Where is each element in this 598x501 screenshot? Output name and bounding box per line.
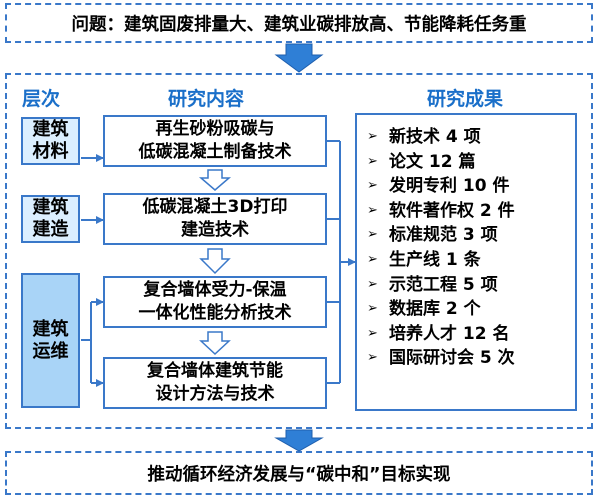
result-item: ➢ 标准规范 3 项 (367, 223, 575, 248)
header-content: 研究内容 (168, 88, 245, 110)
bullet-arrow-icon: ➢ (367, 202, 378, 218)
level-box-materials: 建筑 材料 (21, 117, 80, 165)
research-frame (5, 73, 593, 429)
problem-text: 问题：建筑固废排量大、建筑业碳排放高、节能降耗任务重 (71, 14, 527, 35)
result-item: ➢ 示范工程 5 项 (367, 273, 575, 298)
bullet-arrow-icon: ➢ (367, 301, 378, 317)
result-text: 生产线 1 条 (389, 249, 481, 270)
result-text: 发明专利 10 件 (389, 176, 510, 197)
content-line1: 再生砂粉吸碳与 (155, 119, 275, 139)
result-item: ➢ 国际研讨会 5 次 (367, 346, 575, 371)
bullet-arrow-icon: ➢ (367, 350, 378, 366)
result-item: ➢ 培养人才 12 名 (367, 322, 575, 347)
result-item: ➢ 论文 12 篇 (367, 150, 575, 175)
result-text: 论文 12 篇 (389, 151, 476, 172)
bullet-arrow-icon: ➢ (367, 227, 378, 243)
header-level: 层次 (22, 88, 61, 110)
content-line2: 一体化性能分析技术 (138, 303, 292, 323)
result-text: 国际研讨会 5 次 (389, 348, 515, 369)
result-item: ➢ 生产线 1 条 (367, 248, 575, 273)
hollow-down-arrow-icon (199, 248, 231, 275)
content-line1: 低碳混凝土3D打印 (142, 197, 288, 217)
bullet-arrow-icon: ➢ (367, 276, 378, 292)
goal-banner: 推动循环经济发展与“碳中和”目标实现 (5, 451, 593, 495)
content-line1: 复合墙体受力-保温 (143, 280, 287, 300)
result-item: ➢ 发明专利 10 件 (367, 174, 575, 199)
level-box-operation: 建筑 运维 (21, 273, 80, 408)
results-list: ➢新技术 4 项 ➢论文 12 篇 ➢发明专利 10 件 ➢软件著作权 2 件 … (357, 115, 575, 371)
result-text: 示范工程 5 项 (389, 274, 498, 295)
bullet-arrow-icon: ➢ (367, 178, 378, 194)
content-box-2: 低碳混凝土3D打印 建造技术 (103, 193, 327, 245)
down-arrow-icon (274, 43, 324, 73)
level-label-line1: 建筑 (32, 197, 69, 218)
content-box-4: 复合墙体建筑节能 设计方法与技术 (103, 357, 327, 409)
level-label-line2: 建造 (32, 219, 69, 240)
down-arrow-icon (274, 429, 324, 452)
hollow-down-arrow-icon (199, 331, 231, 356)
level-label-line2: 材料 (32, 141, 69, 162)
result-text: 软件著作权 2 件 (389, 200, 515, 221)
content-line2: 设计方法与技术 (155, 384, 275, 404)
content-box-3: 复合墙体受力-保温 一体化性能分析技术 (103, 276, 327, 328)
goal-text: 推动循环经济发展与“碳中和”目标实现 (147, 464, 451, 485)
header-results: 研究成果 (427, 88, 504, 110)
hollow-down-arrow-icon (198, 169, 232, 191)
bullet-arrow-icon: ➢ (367, 251, 378, 267)
content-line1: 复合墙体建筑节能 (147, 361, 283, 381)
problem-banner: 问题：建筑固废排量大、建筑业碳排放高、节能降耗任务重 (5, 3, 593, 43)
content-box-1: 再生砂粉吸碳与 低碳混凝土制备技术 (103, 115, 327, 167)
result-text: 数据库 2 个 (389, 299, 481, 320)
results-box: ➢新技术 4 项 ➢论文 12 篇 ➢发明专利 10 件 ➢软件著作权 2 件 … (355, 113, 577, 411)
level-label-line2: 运维 (32, 340, 69, 362)
result-item: ➢ 数据库 2 个 (367, 297, 575, 322)
bullet-arrow-icon: ➢ (367, 153, 378, 169)
result-item: ➢ 新技术 4 项 (367, 125, 575, 150)
result-text: 新技术 4 项 (389, 127, 481, 147)
content-line2: 建造技术 (181, 220, 249, 240)
bullet-arrow-icon: ➢ (367, 129, 378, 144)
bullet-arrow-icon: ➢ (367, 325, 378, 341)
level-label-line1: 建筑 (32, 318, 69, 340)
content-line2: 低碳混凝土制备技术 (138, 142, 292, 162)
level-box-construction: 建筑 建造 (21, 195, 80, 243)
level-label-line1: 建筑 (32, 119, 69, 140)
result-text: 标准规范 3 项 (389, 225, 498, 246)
result-item: ➢ 软件著作权 2 件 (367, 199, 575, 224)
result-text: 培养人才 12 名 (389, 323, 510, 344)
